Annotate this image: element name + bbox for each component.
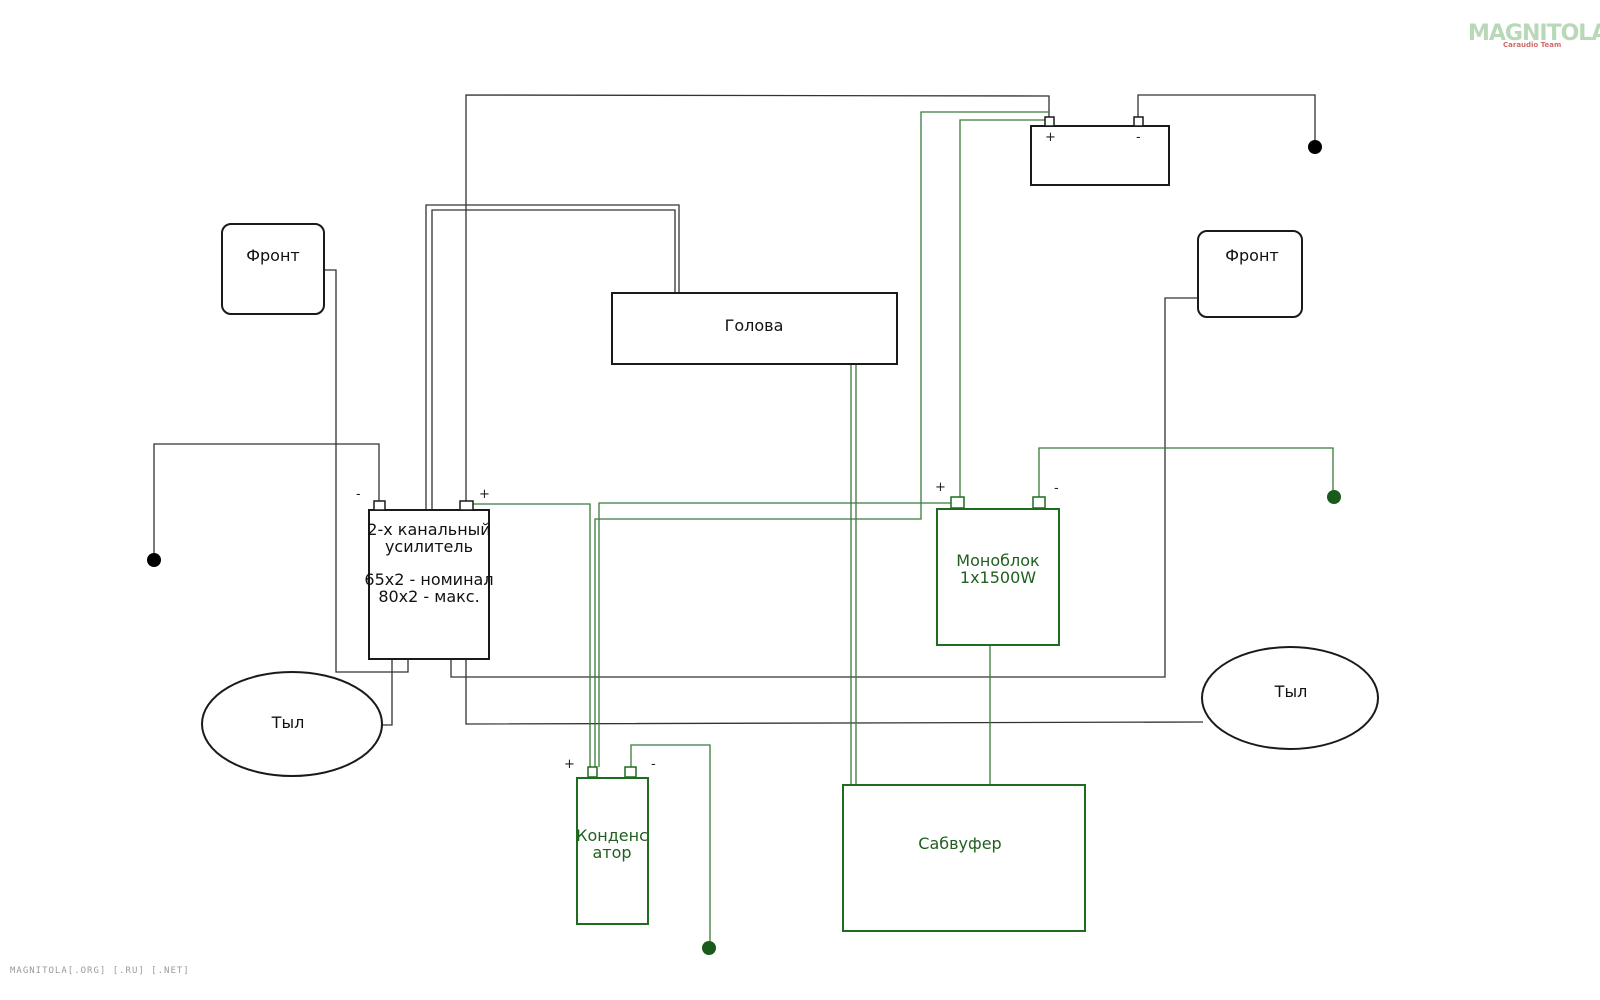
mono-minus-terminal [1032,496,1046,509]
black-wires [153,94,1316,726]
amp-label-line2: усилитель [385,537,473,556]
footer-watermark: MAGNITOLA[.ORG] [.RU] [.NET] [10,966,190,976]
battery: + - [1030,116,1170,186]
rear-left-speaker: Тыл [201,671,383,777]
ground-point-battery [1308,140,1322,154]
logo-watermark: MAGNITOLA Caraudio Team [1468,21,1600,49]
mono-plus-terminal [950,496,965,509]
rear-right-label: Тыл [1274,682,1308,701]
mono-plus-sign: + [935,480,946,495]
amp-label-line3: 65x2 - номинал [364,570,493,589]
wire-amp-minus-ground [153,443,380,559]
capacitor-plus-sign: + [564,757,575,772]
amp-minus-sign: - [356,487,361,502]
wire-battery-minus-ground [1137,94,1316,146]
battery-plus-terminal [1044,116,1055,127]
wire-front-left-to-amp [324,269,409,673]
wire-battery-to-mono-plus [959,119,1049,497]
head-unit-box [611,292,898,365]
capacitor-minus-sign: - [651,757,656,772]
wire-rear-right-to-amp [465,659,1204,725]
wire-front-right-to-amp [450,297,1198,678]
wire-rca-head-to-amp-b [431,209,676,509]
subwoofer-box [842,784,1086,932]
head-unit-label: Голова [725,316,784,335]
battery-minus-sign: - [1136,130,1141,145]
capacitor-label-line1: Конденс [576,826,648,845]
wire-rca-head-to-amp-a [425,204,680,509]
amp-minus-terminal [373,500,386,511]
ground-point-mono [1327,490,1341,504]
capacitor-minus-terminal [624,766,637,778]
two-channel-amplifier: - + 2-х канальный усилитель 65x2 - номин… [356,487,494,660]
wire-amp-plus-to-cap-plus [473,503,591,767]
wire-cap-minus-ground [630,744,711,947]
ground-point-capacitor [702,941,716,955]
amp-box [368,509,490,660]
capacitor-plus-terminal [587,766,598,778]
wire-mono-minus-ground [1038,447,1334,497]
front-left-box [221,223,325,315]
subwoofer-label: Сабвуфер [918,834,1001,853]
amp-label-line1: 2-х канальный [367,520,490,539]
front-left-label: Фронт [246,246,300,265]
capacitor-box [576,777,649,925]
mono-label-line1: Моноблок [956,551,1040,570]
ground-point-amp [147,553,161,567]
wire-cap-to-mono-plus [598,502,957,767]
wire-amp-plus-to-battery [465,94,1050,502]
front-right-label: Фронт [1225,246,1279,265]
amp-plus-terminal [459,500,474,511]
logo-text: MAGNITOLA [1468,21,1600,46]
mono-box [936,508,1060,646]
monoblock-amplifier: + - Моноблок 1x1500W [935,480,1060,646]
logo-subtext: Caraudio Team [1503,41,1561,49]
subwoofer: Сабвуфер [842,784,1086,932]
rear-right-speaker: Тыл [1201,646,1379,750]
wire-rear-left-to-amp [381,659,393,726]
capacitor: + - Конденс атор [564,757,656,925]
front-right-speaker: Фронт [1197,230,1303,318]
front-right-box [1197,230,1303,318]
battery-body [1030,125,1170,186]
rear-left-ellipse [201,671,383,777]
mono-label-line2: 1x1500W [960,568,1036,587]
rear-left-label: Тыл [271,713,305,732]
battery-minus-terminal [1133,116,1144,127]
amp-label-line4: 80x2 - макс. [378,587,479,606]
mono-minus-sign: - [1054,481,1059,496]
green-wires [473,111,1334,947]
front-left-speaker: Фронт [221,223,325,315]
rear-right-ellipse [1201,646,1379,750]
amp-plus-sign: + [479,487,490,502]
wire-battery-to-cap-plus [594,111,1049,767]
battery-plus-sign: + [1045,130,1056,145]
capacitor-label-line2: атор [592,843,631,862]
head-unit: Голова [611,292,898,365]
